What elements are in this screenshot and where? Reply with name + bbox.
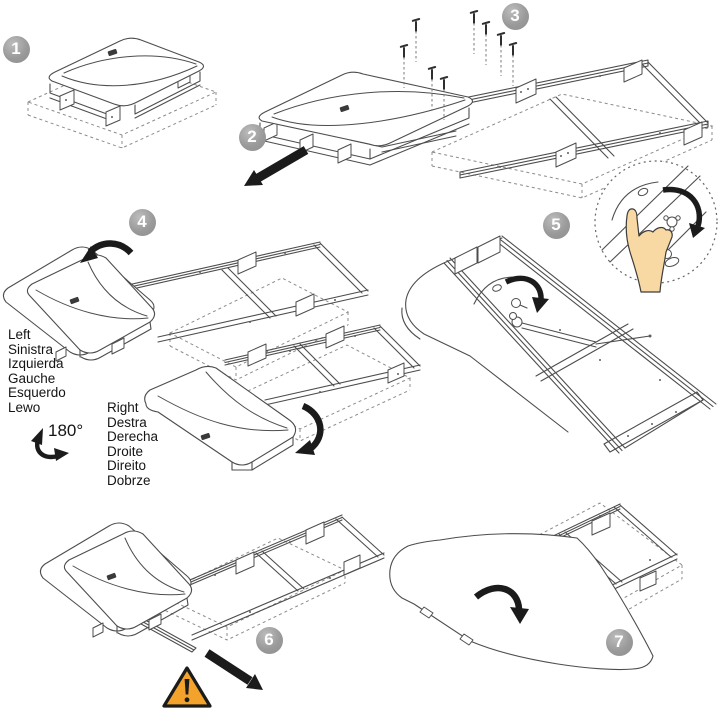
warning-triangle-icon — [162, 666, 212, 708]
label-right-it: Destra — [107, 414, 147, 430]
label-left-es: Izquierda — [8, 356, 64, 372]
label-right-fr: Droite — [107, 443, 144, 459]
board-underside — [401, 237, 569, 433]
folded-ironing-board — [258, 71, 474, 166]
step-6-illustration — [39, 514, 385, 708]
step-4-badge: 4 — [128, 208, 156, 236]
label-right-en: Right — [107, 400, 139, 415]
rotate-cw-arrow — [473, 584, 529, 624]
label-right-pl: Dobrze — [107, 472, 151, 488]
unfolded-ironing-board — [389, 533, 654, 671]
label-left-pt: Esquerdo — [8, 385, 66, 401]
rotate-cw-arrow — [295, 403, 324, 455]
pull-direction-arrow — [244, 146, 309, 186]
step-5-badge: 5 — [542, 211, 570, 239]
drawer-outline-dashed — [430, 93, 714, 199]
step-4-left-illustration — [2, 240, 369, 381]
label-left-pl: Lewo — [8, 399, 41, 415]
slide-frame — [443, 235, 717, 454]
mounting-frame — [395, 59, 709, 179]
step-2-badge: 2 — [238, 123, 266, 151]
step-3-badge: 3 — [501, 2, 529, 30]
label-left-en: Left — [8, 327, 31, 342]
step-1-illustration — [26, 37, 218, 149]
rotating-latch-mechanism — [473, 275, 652, 348]
step-7-badge: 7 — [605, 628, 633, 656]
step-6-badge: 6 — [255, 626, 283, 654]
right-side-labels: Right Destra Derecha Droite Direito Dobr… — [107, 400, 159, 489]
mounting-frame — [109, 241, 369, 343]
step-7-illustration — [389, 502, 683, 671]
rotation-angle-label: 180° — [48, 421, 84, 440]
label-right-pt: Direito — [107, 458, 147, 474]
pull-direction-arrow — [204, 649, 263, 690]
mounting-frame — [149, 514, 385, 641]
board-swung-left — [39, 522, 193, 638]
folded-ironing-board — [48, 37, 205, 127]
step-2-3-illustration — [244, 10, 714, 199]
label-left-it: Sinistra — [8, 341, 54, 357]
detail-circle — [594, 160, 718, 293]
label-right-es: Derecha — [107, 429, 159, 445]
left-side-labels: Left Sinistra Izquierda Gauche Esquerdo … — [8, 327, 66, 416]
mounting-frame — [224, 324, 421, 406]
step-4-right-illustration — [144, 324, 421, 471]
rotate-ccw-arrow — [80, 240, 134, 263]
hand-icon — [625, 208, 673, 293]
label-left-fr: Gauche — [8, 370, 56, 386]
rotate-180-arrow — [31, 428, 69, 461]
step-5-illustration — [401, 160, 718, 454]
board-swung-right — [144, 365, 297, 471]
step-1-badge: 1 — [2, 35, 30, 63]
